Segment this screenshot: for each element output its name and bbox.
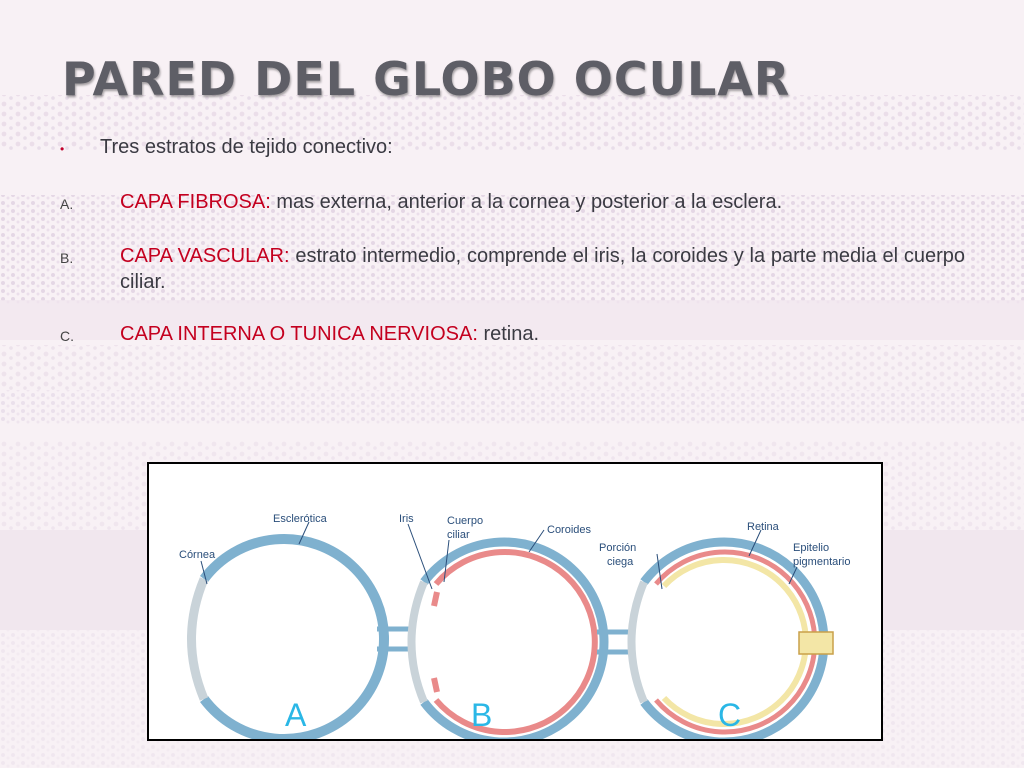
label-esclerotica: Esclerótica xyxy=(273,513,328,525)
slide-title: PARED DEL GLOBO OCULAR xyxy=(62,52,791,106)
panel-letter-a: A xyxy=(285,697,307,733)
label-cuerpo-ciliar-1: Cuerpo xyxy=(447,515,483,527)
leader-line xyxy=(443,539,450,583)
label-porcion-ciega-2: ciega xyxy=(607,556,634,568)
item-letter: A. xyxy=(60,196,74,212)
label-retina: Retina xyxy=(747,521,780,533)
item-label: CAPA FIBROSA: xyxy=(120,191,271,213)
eye-layers-diagram: Esclerótica Córnea Iris Cuerpo ciliar Co… xyxy=(147,462,883,741)
item-text: CAPA FIBROSA: mas externa, anterior a la… xyxy=(120,189,965,217)
list-item-b: B. CAPA VASCULAR: estrato intermedio, co… xyxy=(60,243,965,295)
leader-line xyxy=(528,529,545,553)
intro-bullet: • Tres estratos de tejido conectivo: xyxy=(60,136,965,159)
eye-a xyxy=(187,521,411,739)
label-epitelio-1: Epitelio xyxy=(793,542,829,554)
leader-line xyxy=(298,521,310,545)
content-list: • Tres estratos de tejido conectivo: A. … xyxy=(60,136,965,375)
item-text: CAPA INTERNA O TUNICA NERVIOSA: retina. xyxy=(120,321,965,349)
eye-a-sclera xyxy=(200,534,389,739)
panel-letter-b: B xyxy=(471,697,492,733)
label-cornea: Córnea xyxy=(179,549,216,561)
list-item-c: C. CAPA INTERNA O TUNICA NERVIOSA: retin… xyxy=(60,321,965,349)
eye-b-iris xyxy=(431,591,440,693)
item-label: CAPA INTERNA O TUNICA NERVIOSA: xyxy=(120,323,478,345)
eye-a-nerve xyxy=(377,626,411,652)
panel-letter-c: C xyxy=(718,697,741,733)
item-label: CAPA VASCULAR: xyxy=(120,245,290,267)
leader-line xyxy=(200,560,208,585)
eye-c xyxy=(627,529,834,739)
eye-b xyxy=(407,523,629,739)
label-cuerpo-ciliar-2: ciliar xyxy=(447,529,470,541)
item-description: estrato intermedio, comprende el iris, l… xyxy=(120,245,965,293)
item-letter: B. xyxy=(60,250,74,266)
leader-line xyxy=(656,553,663,590)
intro-text: Tres estratos de tejido conectivo: xyxy=(100,136,393,158)
leader-line xyxy=(407,523,433,590)
item-text: CAPA VASCULAR: estrato intermedio, compr… xyxy=(120,243,965,295)
label-coroides: Coroides xyxy=(547,524,592,536)
eye-b-cornea xyxy=(407,580,428,704)
label-iris: Iris xyxy=(399,513,414,525)
eye-c-cornea xyxy=(627,580,648,704)
eye-b-sclera xyxy=(420,537,609,739)
eye-a-cornea xyxy=(187,577,209,701)
item-description: retina. xyxy=(483,323,540,345)
leader-line xyxy=(788,566,798,585)
item-letter: C. xyxy=(60,328,74,344)
label-epitelio-2: pigmentario xyxy=(793,556,850,568)
bullet-icon: • xyxy=(60,142,65,156)
eye-b-choroid xyxy=(433,549,598,735)
label-porcion-ciega-1: Porción xyxy=(599,542,636,554)
leader-line xyxy=(748,529,762,557)
eye-diagram-svg: Esclerótica Córnea Iris Cuerpo ciliar Co… xyxy=(179,513,850,739)
eye-b-nerve xyxy=(597,629,629,655)
item-description: mas externa, anterior a la cornea y post… xyxy=(276,191,783,213)
eye-c-nerve xyxy=(798,631,834,655)
list-item-a: A. CAPA FIBROSA: mas externa, anterior a… xyxy=(60,189,965,217)
